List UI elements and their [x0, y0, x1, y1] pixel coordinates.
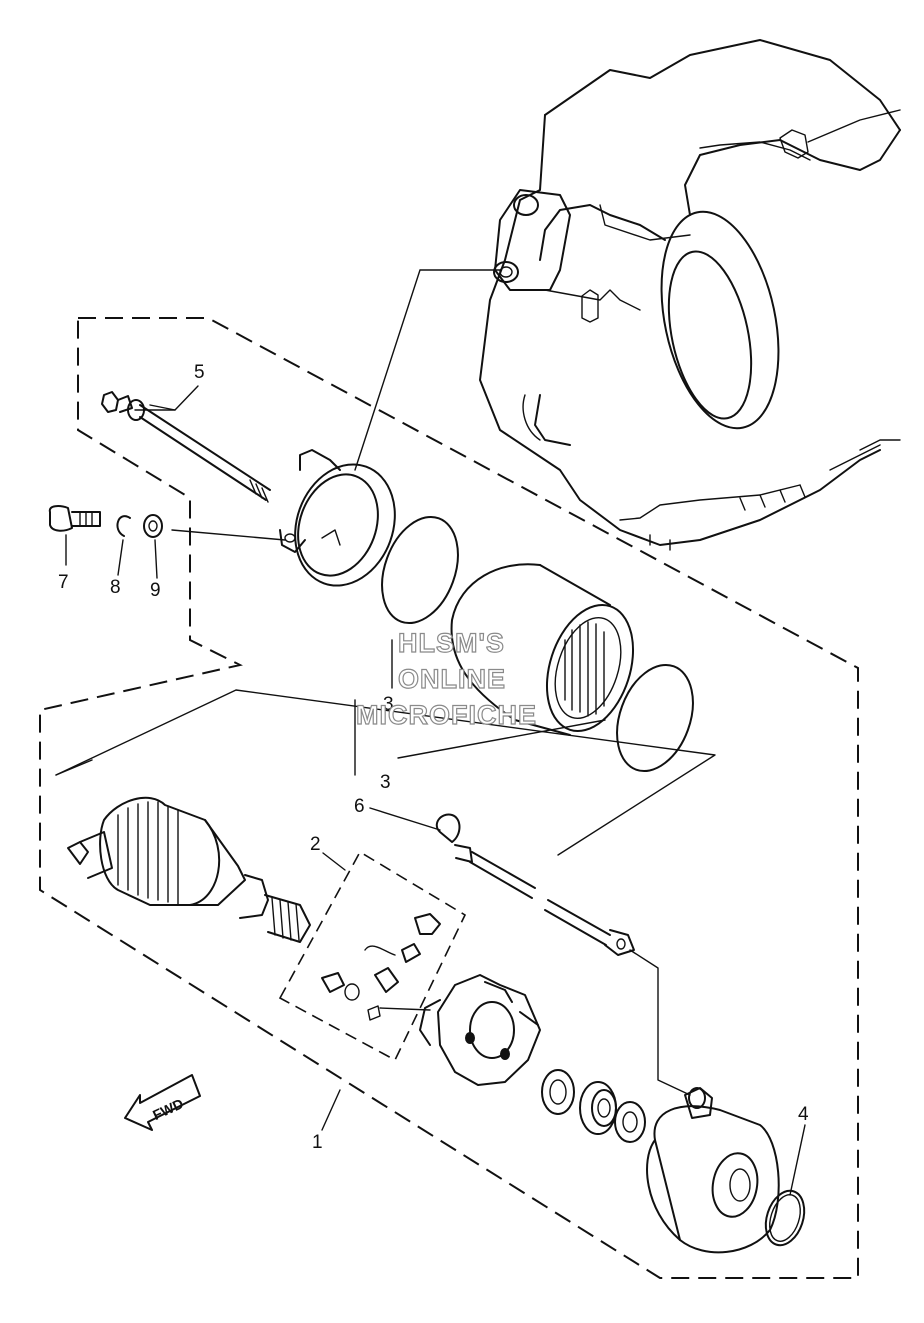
bolt-7 — [48, 505, 101, 532]
armature — [67, 796, 311, 943]
watermark: HLSM'S ONLINE MICROFICHE — [355, 627, 537, 730]
callout-8: 8 — [110, 577, 121, 598]
leader-lines — [65, 385, 806, 1196]
watermark-line-2: ONLINE — [398, 664, 506, 694]
watermark-line-1: HLSM'S — [398, 628, 505, 658]
callout-5: 5 — [194, 362, 205, 383]
o-ring-3b — [616, 663, 694, 773]
callout-3-upper: 3 — [383, 694, 394, 715]
yoke-housing — [450, 563, 635, 736]
rear-cover — [646, 1087, 780, 1254]
fwd-direction-arrow: FWD — [124, 1074, 201, 1131]
callout-4: 4 — [798, 1104, 809, 1125]
callout-1: 1 — [312, 1132, 323, 1153]
bearing — [579, 1081, 617, 1135]
washer-rear — [614, 1101, 646, 1143]
callout-3-lower: 3 — [380, 772, 391, 793]
callout-labels: 1 2 3 3 4 5 6 7 8 9 — [58, 362, 809, 1153]
o-ring-4 — [764, 1189, 806, 1247]
watermark-line-3: MICROFICHE — [356, 700, 537, 730]
o-ring-3a — [381, 515, 459, 625]
washer-9 — [143, 514, 163, 538]
brush-plate — [419, 974, 541, 1086]
leader-bolt-7-9 — [171, 529, 286, 541]
callout-9: 9 — [150, 580, 161, 601]
leader-crankcase — [354, 269, 501, 471]
engine-crankcase — [479, 39, 901, 551]
fwd-label: FWD — [150, 1095, 186, 1123]
callout-7: 7 — [58, 572, 69, 593]
assembly-boundary-dashed — [39, 317, 859, 1279]
callout-2: 2 — [310, 834, 321, 855]
lead-wire-6 — [435, 813, 691, 1096]
washer-front — [541, 1069, 575, 1115]
brush-kit-2 — [278, 850, 467, 1062]
long-bolt-5 — [101, 391, 271, 503]
front-cover — [279, 449, 396, 587]
inner-group-outline — [55, 689, 716, 856]
callout-6: 6 — [354, 796, 365, 817]
circlip-8 — [116, 515, 131, 537]
